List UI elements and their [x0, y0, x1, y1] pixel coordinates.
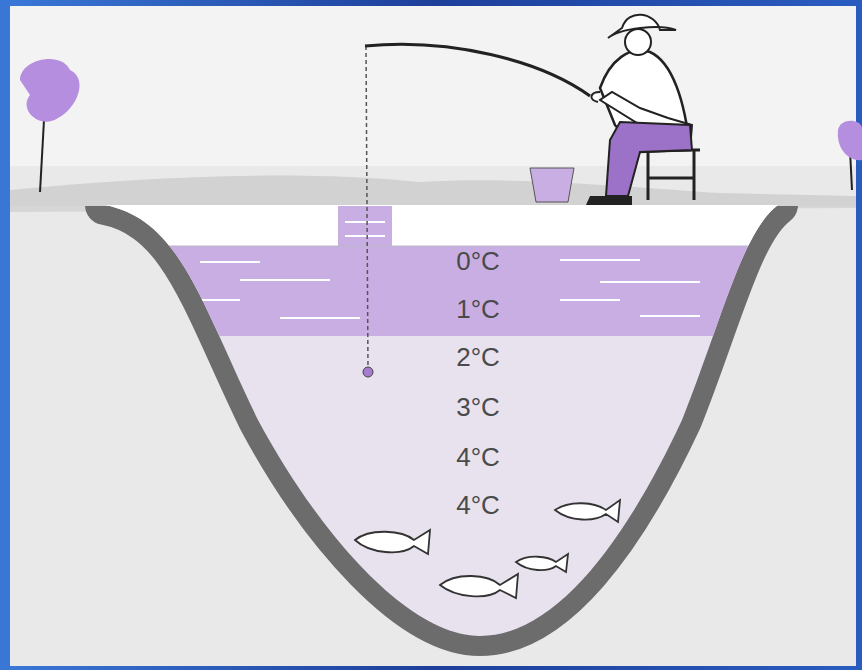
temperature-label: 0°C — [456, 246, 500, 277]
temperature-label: 4°C — [456, 490, 500, 521]
tree — [838, 121, 862, 190]
fisherman — [586, 15, 692, 205]
stool — [640, 150, 700, 200]
water-ripples — [180, 222, 700, 318]
bait — [363, 367, 373, 377]
tree — [20, 59, 80, 192]
ice-layer — [10, 200, 856, 246]
fishing-line — [366, 46, 368, 368]
deep-water — [10, 200, 856, 670]
ice-hole — [338, 206, 392, 246]
temperature-label: 1°C — [456, 294, 500, 325]
temperature-label: 4°C — [456, 442, 500, 473]
ground-surface — [10, 176, 856, 206]
bucket — [530, 168, 574, 202]
temperature-label: 3°C — [456, 392, 500, 423]
cold-water — [10, 244, 856, 336]
fishing-rod — [365, 44, 590, 96]
temperature-label: 2°C — [456, 342, 500, 373]
